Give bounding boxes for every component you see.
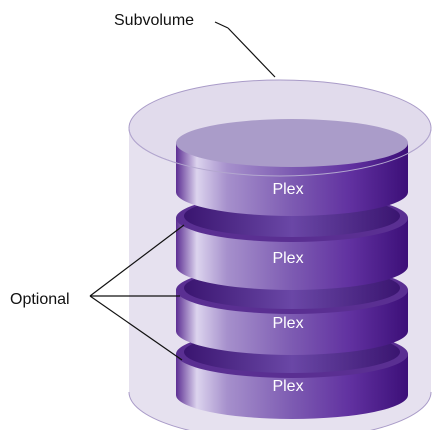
optional-label: Optional (10, 291, 70, 308)
plex-label: Plex (272, 315, 303, 332)
subvolume-rim-front (128, 127, 432, 177)
plex-disk[interactable]: Plex (176, 119, 408, 216)
plex-label: Plex (272, 181, 303, 198)
subvolume-label: Subvolume (114, 12, 194, 29)
plex-label: Plex (272, 378, 303, 395)
plex-label: Plex (272, 250, 303, 267)
subvolume-callout: Subvolume (114, 12, 276, 78)
optional-callout: Optional (10, 224, 185, 361)
plex-stack: Plex Plex Plex Plex (176, 119, 408, 419)
